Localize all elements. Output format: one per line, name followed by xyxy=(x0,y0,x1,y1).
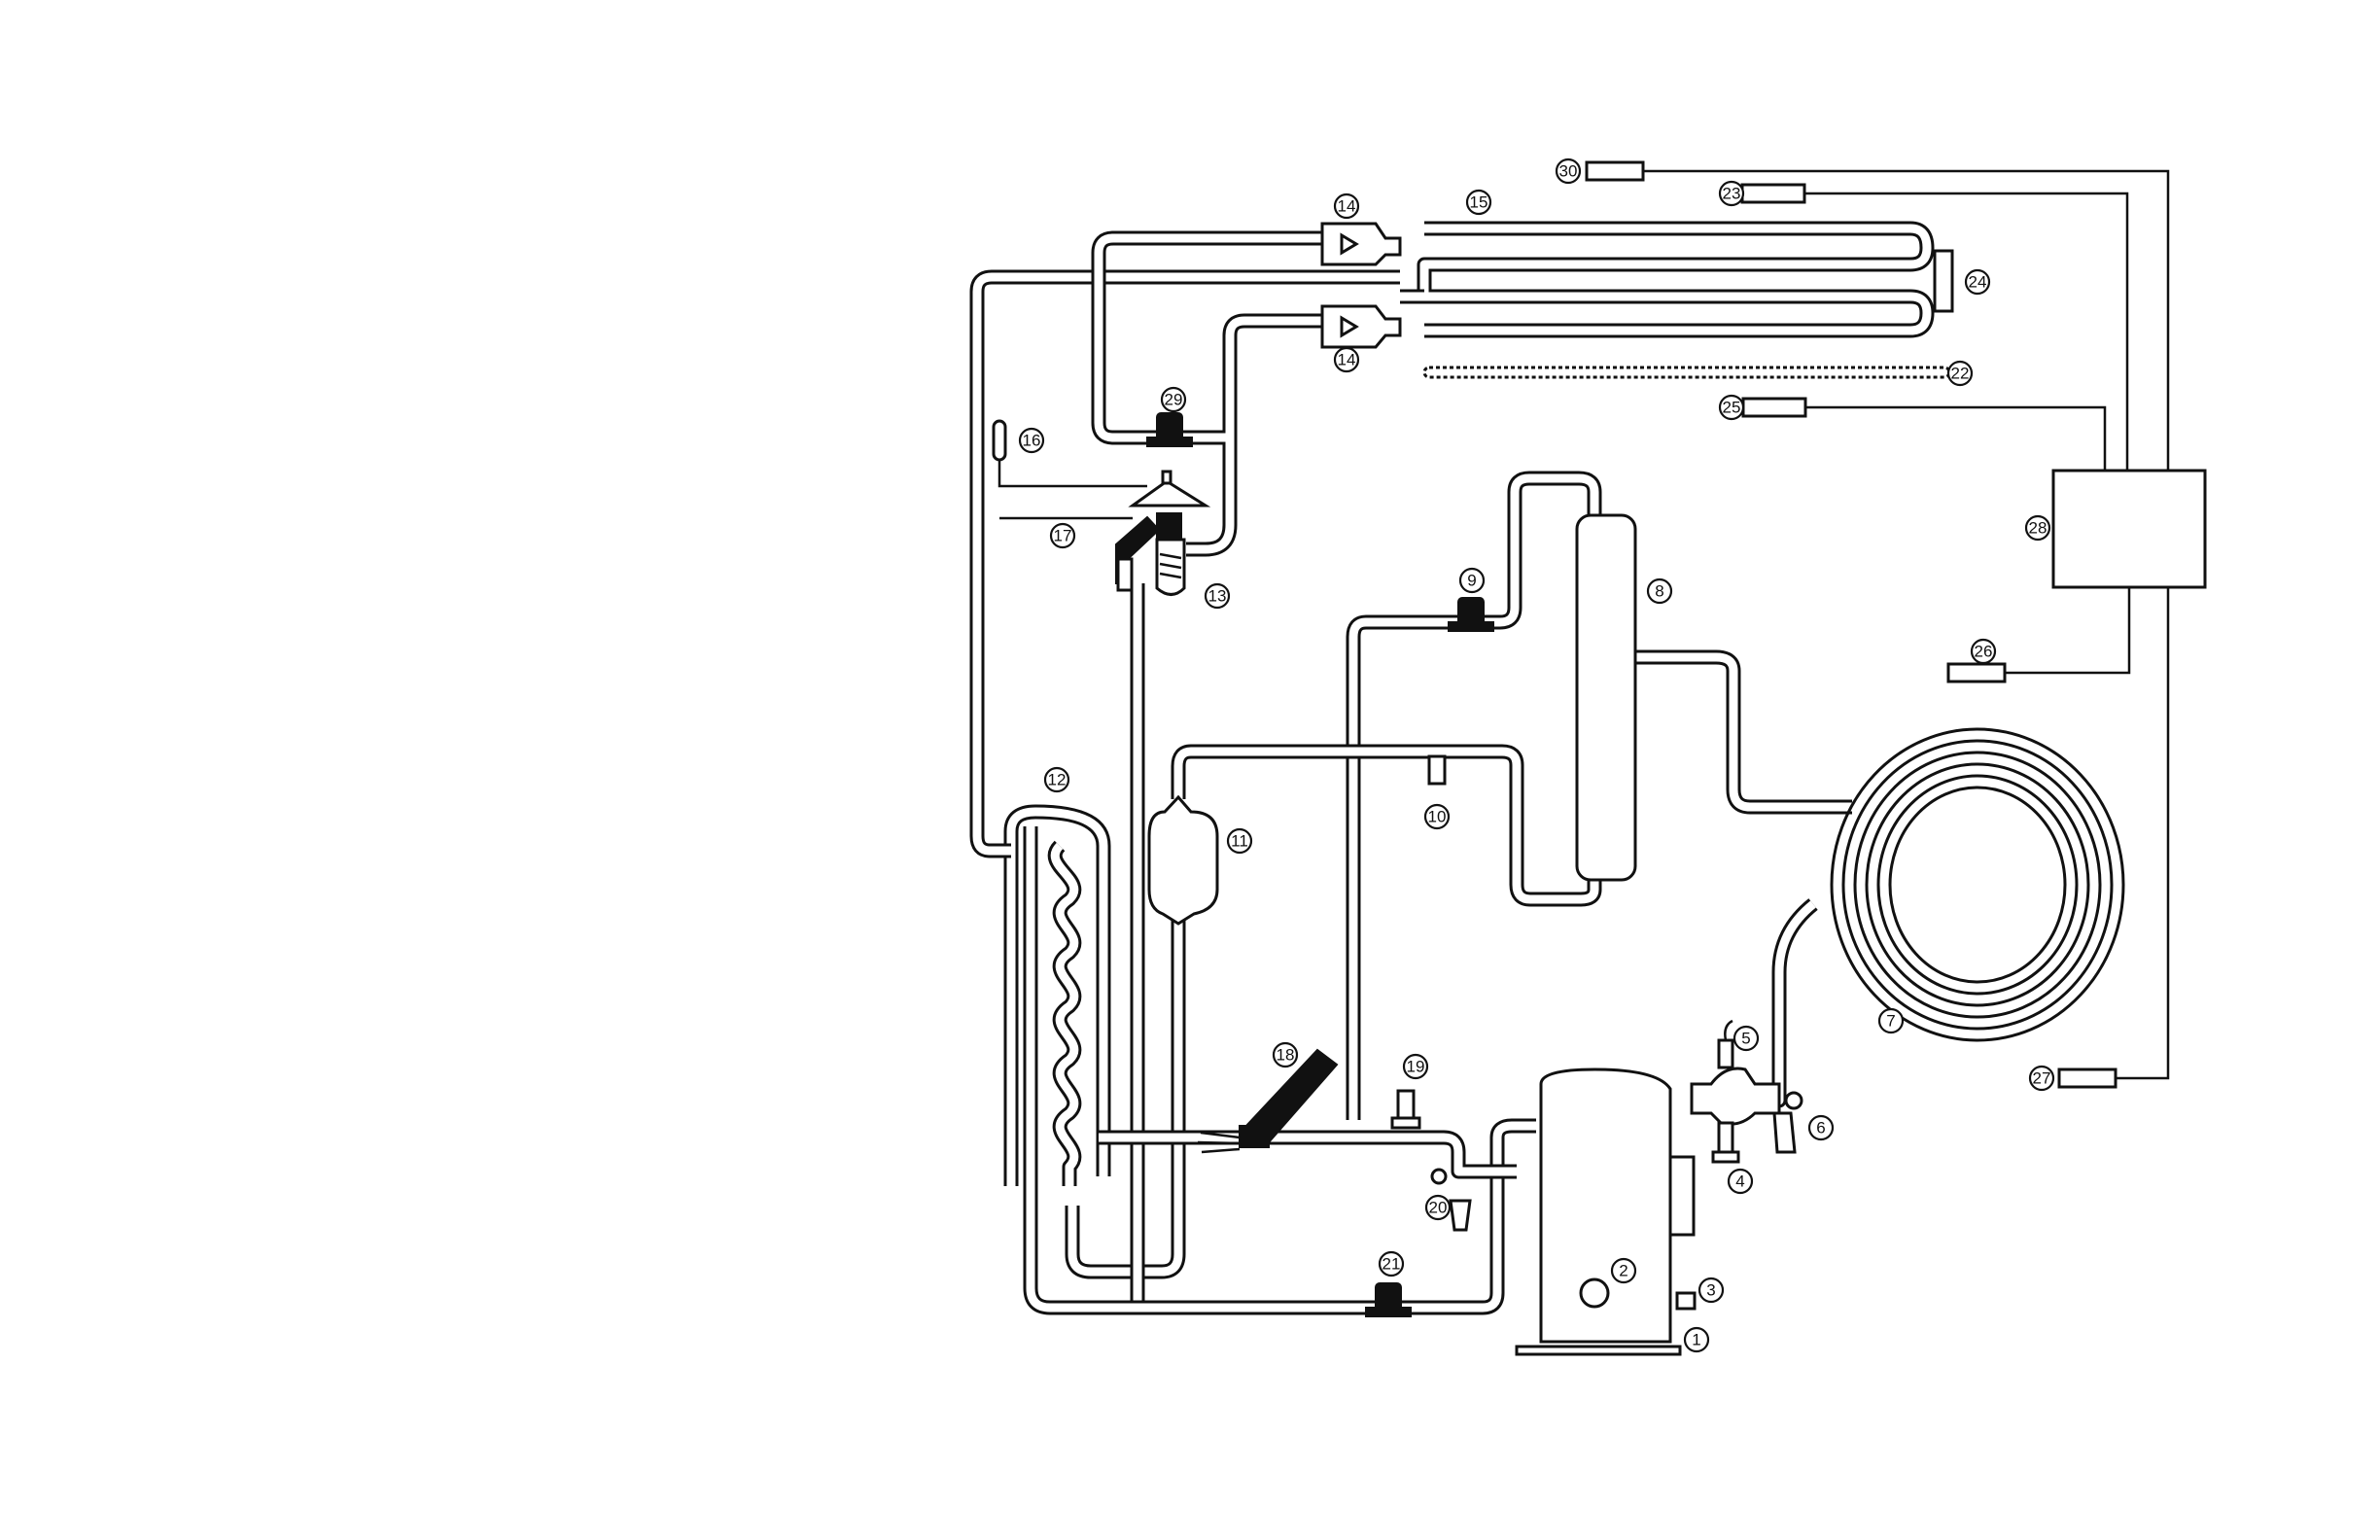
service-valve-19 xyxy=(1392,1091,1419,1128)
label-7: 7 xyxy=(1879,1009,1903,1032)
label-9: 9 xyxy=(1460,569,1484,592)
label-17: 17 xyxy=(1051,524,1074,547)
callout-number: 6 xyxy=(1816,1119,1825,1138)
label-14-lower: 14 xyxy=(1335,348,1358,371)
callout-number: 23 xyxy=(1723,185,1741,203)
label-15: 15 xyxy=(1467,191,1490,214)
callout-number: 25 xyxy=(1723,399,1741,417)
service-valve-10 xyxy=(1429,756,1445,784)
label-1: 1 xyxy=(1685,1328,1708,1351)
callout-number: 8 xyxy=(1655,582,1663,601)
receiver-tank xyxy=(1577,515,1635,880)
callout-number: 14 xyxy=(1338,351,1356,369)
label-29: 29 xyxy=(1162,388,1185,411)
callout-number: 29 xyxy=(1165,391,1183,409)
condenser-coil xyxy=(1832,729,2123,1040)
label-10: 10 xyxy=(1425,805,1449,828)
label-6: 6 xyxy=(1809,1116,1833,1139)
hand-valve-29 xyxy=(1147,413,1192,446)
hand-valve-21 xyxy=(1366,1283,1411,1316)
label-18: 18 xyxy=(1274,1043,1297,1067)
label-3: 3 xyxy=(1699,1278,1723,1302)
label-25: 25 xyxy=(1720,396,1743,419)
control-box xyxy=(2053,471,2205,587)
callout-number: 11 xyxy=(1231,832,1248,851)
sensor-30 xyxy=(1587,162,1643,180)
callout-number: 21 xyxy=(1382,1255,1401,1274)
hand-valve-9 xyxy=(1449,598,1493,631)
callout-number: 22 xyxy=(1951,365,1970,383)
sensor-bulb-16 xyxy=(994,421,1005,460)
callout-number: 28 xyxy=(2029,519,2048,538)
label-14-upper: 14 xyxy=(1335,194,1358,218)
callout-number: 26 xyxy=(1975,643,1993,661)
evaporator-header xyxy=(1935,251,1952,311)
callout-number: 13 xyxy=(1208,587,1227,606)
callout-number: 15 xyxy=(1470,193,1488,212)
distributor-14-lower xyxy=(1322,306,1400,347)
expansion-valve-13 xyxy=(1116,472,1206,595)
label-5: 5 xyxy=(1734,1027,1758,1050)
callout-number: 7 xyxy=(1886,1012,1895,1031)
sensor-25 xyxy=(1743,399,1805,416)
sensor-23 xyxy=(1742,185,1804,202)
callout-number: 24 xyxy=(1969,273,1987,292)
pipe-valve29-loop xyxy=(1099,238,1322,438)
label-22: 22 xyxy=(1948,362,1972,385)
label-13: 13 xyxy=(1206,584,1229,608)
label-20: 20 xyxy=(1426,1196,1450,1219)
compressor xyxy=(1517,1069,1695,1354)
label-8: 8 xyxy=(1648,579,1671,603)
label-21: 21 xyxy=(1380,1252,1403,1276)
callout-number: 14 xyxy=(1338,197,1356,216)
label-30: 30 xyxy=(1557,159,1580,183)
label-27: 27 xyxy=(2030,1067,2053,1090)
label-26: 26 xyxy=(1972,640,1995,663)
callout-number: 4 xyxy=(1735,1172,1744,1191)
pipe-liquid-line xyxy=(1072,919,1178,1272)
callout-number: 12 xyxy=(1048,771,1067,789)
callout-number: 19 xyxy=(1407,1058,1425,1076)
label-11: 11 xyxy=(1228,829,1251,853)
callout-number: 5 xyxy=(1741,1030,1750,1048)
sensor-26 xyxy=(1948,664,2005,682)
label-23: 23 xyxy=(1720,182,1743,205)
callout-number: 30 xyxy=(1559,162,1578,181)
label-16: 16 xyxy=(1020,429,1043,452)
defrost-heater xyxy=(1424,368,1949,377)
label-28: 28 xyxy=(2026,516,2049,540)
label-12: 12 xyxy=(1045,768,1068,791)
label-2: 2 xyxy=(1612,1259,1635,1282)
label-19: 19 xyxy=(1404,1055,1427,1078)
callout-number: 9 xyxy=(1467,572,1476,590)
callout-number: 10 xyxy=(1428,808,1447,826)
filter-drier xyxy=(1149,797,1217,924)
callout-number: 16 xyxy=(1023,432,1041,450)
callout-number: 2 xyxy=(1619,1262,1628,1280)
callout-number: 17 xyxy=(1054,527,1072,545)
pipe-receiver-to-drier xyxy=(1178,752,1594,899)
callout-number: 18 xyxy=(1277,1046,1295,1065)
pipe-coil-to-receiver xyxy=(1633,657,1852,807)
distributor-14-upper xyxy=(1322,224,1400,264)
callout-number: 20 xyxy=(1429,1199,1448,1217)
callout-number: 3 xyxy=(1706,1281,1715,1300)
callout-number: 1 xyxy=(1692,1331,1700,1349)
label-4: 4 xyxy=(1729,1170,1752,1193)
label-24: 24 xyxy=(1966,270,1989,294)
sensor-27 xyxy=(2059,1069,2116,1087)
callout-number: 27 xyxy=(2033,1069,2051,1088)
